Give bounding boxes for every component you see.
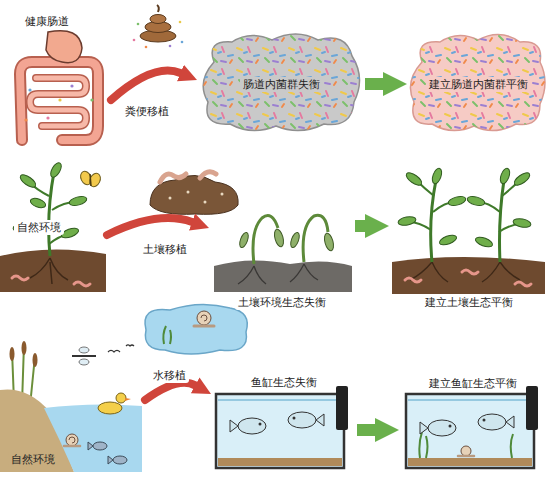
illustration-node: 土壤环境生态失衡 [212, 200, 352, 312]
node-label: 肠道内菌群失衡 [240, 77, 323, 92]
bacteria-cloud [203, 34, 545, 131]
edge-label: 土壤移植 [140, 242, 190, 257]
soil-clump [150, 172, 238, 215]
edge-label: 水移植 [150, 368, 189, 383]
illustration-node: 建立土壤生态平衡 [392, 172, 545, 312]
transplant-arrow [107, 218, 192, 235]
cloud-node: 建立肠道内菌群平衡 [410, 36, 546, 132]
result-arrow [355, 220, 365, 232]
illustration-node: 自然环境 [4, 160, 104, 290]
node-label: 建立土壤生态平衡 [422, 295, 516, 310]
node-label: 健康肠道 [22, 14, 72, 29]
transplant-arrow [111, 71, 180, 100]
water-sample [145, 304, 247, 354]
fish-tank [406, 386, 538, 468]
poop-icon [133, 5, 184, 48]
illustration-node: 自然环境 [2, 336, 142, 472]
result-arrow [357, 424, 375, 436]
illustration-node: 健康肠道 [4, 4, 108, 150]
edge-label: 粪便移植 [122, 104, 172, 119]
node-label: 建立鱼缸生态平衡 [426, 376, 520, 391]
wilted-plants [214, 215, 352, 292]
transplant-arrow [145, 383, 195, 400]
gut-illustration [20, 31, 98, 140]
tank-node: 建立鱼缸生态平衡 [402, 376, 544, 472]
plant-illustration [0, 161, 106, 292]
node-label: 建立肠道内菌群平衡 [426, 77, 531, 92]
result-arrow [365, 78, 383, 90]
node-label: 自然环境 [14, 220, 64, 235]
node-label: 土壤环境生态失衡 [235, 295, 329, 310]
cloud-node: 肠道内菌群失衡 [200, 36, 362, 132]
tank-node: 鱼缸生态失衡 [214, 375, 354, 472]
node-label: 鱼缸生态失衡 [248, 375, 320, 390]
pond-illustration [0, 341, 142, 472]
healthy-plants [392, 167, 545, 294]
node-label: 自然环境 [8, 452, 58, 467]
fish-tank [216, 386, 348, 468]
